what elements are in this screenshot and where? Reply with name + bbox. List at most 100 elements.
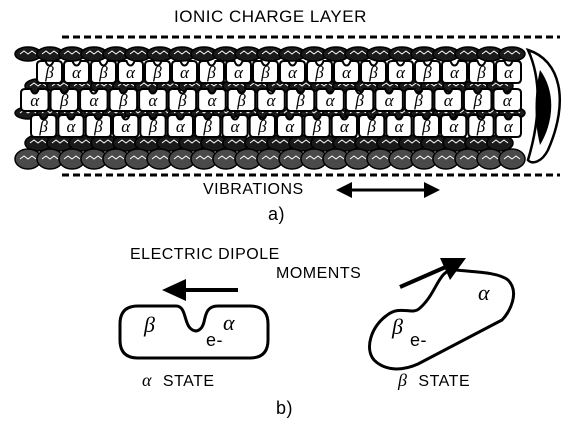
subunit-symbol: α: [395, 117, 405, 136]
subunit-symbol: α: [396, 63, 406, 82]
tube-texture-hatch: [503, 50, 521, 55]
subunit-symbol: α: [504, 117, 514, 136]
subunit-symbol: β: [202, 117, 212, 136]
tube-texture-hatch: [85, 50, 103, 55]
beta-tubulin-subunit: β: [358, 114, 386, 138]
subunit-outline: [256, 88, 286, 112]
beta-tubulin-subunit: β: [194, 114, 222, 138]
tube-texture-hatch: [249, 139, 267, 144]
tube-texture-hatch: [139, 139, 157, 144]
beta-state-dimer-outline: [368, 268, 515, 371]
tube-texture-hatch: [447, 139, 465, 144]
subunit-outline: [90, 60, 117, 84]
tube-texture-hatch: [437, 50, 455, 55]
subunit-symbol: β: [260, 63, 270, 82]
subunit-symbol: α: [148, 91, 158, 110]
subunit-outline: [79, 88, 109, 112]
tube-texture-hatch: [195, 50, 213, 55]
beta-tubulin-subunit: β: [226, 88, 257, 112]
subunit-symbol: α: [503, 91, 513, 110]
beta-tubulin-subunit: β: [198, 60, 225, 84]
beta-state-dipole-arrow: [399, 258, 466, 289]
subunit-outline: [360, 60, 387, 84]
tube-texture-hatch: [437, 155, 455, 160]
tube-texture-hatch: [41, 50, 59, 55]
tube-texture-hatch: [173, 50, 191, 55]
subunit-outline: [333, 60, 360, 84]
tube-texture-hatch: [205, 139, 223, 144]
beta-tubulin-subunit: β: [36, 60, 63, 84]
beta-tubulin-subunit: β: [90, 60, 117, 84]
subunit-outline: [495, 60, 522, 84]
tube-texture-hatch: [227, 139, 245, 144]
subunit-symbol: α: [449, 117, 459, 136]
beta-tubulin-subunit: β: [248, 114, 276, 138]
subunit-outline: [303, 114, 331, 138]
beta-tubulin-subunit: β: [344, 88, 375, 112]
subunit-outline: [285, 88, 316, 112]
tube-texture-hatch: [173, 155, 191, 160]
subunit-symbol: α: [234, 63, 244, 82]
beta-state-electron-label: e-: [410, 330, 428, 350]
beta-state-beta-symbol: β: [392, 314, 404, 339]
tube-texture-hatch: [469, 139, 487, 144]
tube-texture-hatch: [371, 50, 389, 55]
subunit-outline: [315, 88, 345, 112]
subunit-outline: [139, 114, 167, 138]
subunit-outline: [171, 60, 198, 84]
alpha-tubulin-subunit: α: [441, 60, 468, 84]
beta-tubulin-subunit: β: [467, 114, 495, 138]
tube-texture-hatch: [381, 139, 399, 144]
subunit-outline: [194, 114, 222, 138]
subunit-outline: [494, 114, 522, 138]
alpha-state-alpha-symbol: α: [223, 310, 236, 335]
subunit-outline: [330, 114, 358, 138]
alpha-tubulin-subunit: α: [387, 60, 414, 84]
subunit-symbol: β: [421, 117, 431, 136]
tube-texture-hatch: [481, 50, 499, 55]
tube-texture-hatch: [29, 139, 47, 144]
subunit-outline: [462, 88, 493, 112]
subunit-symbol: α: [231, 117, 241, 136]
alpha-tubulin-subunit: α: [333, 60, 360, 84]
subunit-outline: [467, 114, 495, 138]
alpha-state-dimer-outline: [118, 304, 270, 360]
subunit-symbol: α: [207, 91, 217, 110]
vibration-arrow: [336, 182, 440, 198]
tube-texture-hatch: [51, 139, 69, 144]
tube-texture-hatch: [305, 155, 323, 160]
tube-texture-hatch: [283, 50, 301, 55]
beta-tubulin-subunit: β: [139, 114, 167, 138]
tube-texture-hatch: [459, 155, 477, 160]
subunit-symbol: β: [472, 91, 482, 110]
subunit-symbol: α: [126, 63, 136, 82]
subunit-symbol: β: [148, 117, 158, 136]
alpha-tubulin-subunit: α: [197, 88, 227, 112]
subunit-symbol: α: [385, 91, 395, 110]
subunit-symbol: β: [98, 63, 108, 82]
tube-texture-hatch: [371, 155, 389, 160]
subunit-symbol: α: [176, 117, 186, 136]
alpha-tubulin-subunit: α: [20, 88, 50, 112]
tube-texture-hatch: [63, 50, 81, 55]
beta-state-alpha-symbol: α: [478, 280, 491, 305]
tube-texture-hatch: [349, 155, 367, 160]
tube-texture-hatch: [239, 155, 257, 160]
subunit-symbol: β: [354, 91, 364, 110]
tube-texture-hatch: [393, 50, 411, 55]
moments-label: MOMENTS: [276, 265, 362, 282]
panel-b-caption: b): [276, 398, 294, 418]
subunit-outline: [57, 114, 85, 138]
subunit-symbol: β: [295, 91, 305, 110]
beta-tubulin-subunit: β: [414, 60, 441, 84]
tube-texture-hatch: [481, 155, 499, 160]
alpha-tubulin-subunit: α: [256, 88, 286, 112]
subunit-outline: [252, 60, 279, 84]
beta-state-caption: β STATE: [398, 370, 470, 391]
alpha-tubulin-subunit: α: [225, 60, 252, 84]
subunit-symbol: α: [72, 63, 82, 82]
alpha-state-caption-word: STATE: [162, 373, 215, 390]
alpha-tubulin-subunit: α: [492, 88, 522, 112]
subunit-symbol: β: [59, 91, 69, 110]
